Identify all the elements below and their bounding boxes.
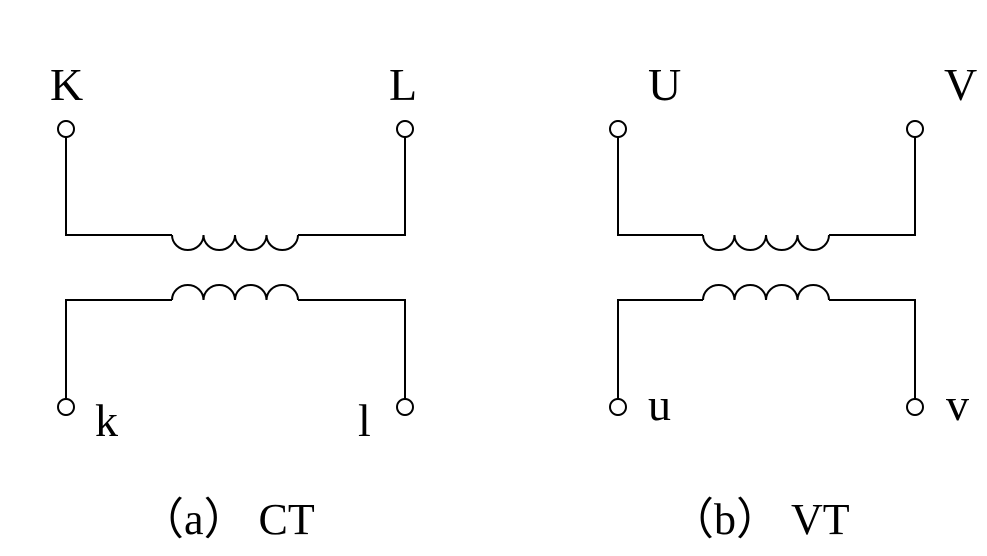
vt-terminal-top-right — [906, 120, 924, 138]
vt-terminal-bottom-right — [906, 398, 924, 416]
ct-terminal-label-k: k — [95, 395, 118, 446]
vt-terminal-label-V: V — [944, 59, 977, 110]
ct-transformer: K L k l （a） CT — [50, 59, 417, 544]
vt-terminal-label-v: v — [946, 379, 969, 430]
vt-secondary-wire-right — [829, 299, 916, 399]
ct-terminal-bottom-right — [396, 398, 414, 416]
vt-transformer: U V u v （b） VT — [609, 59, 977, 544]
vt-primary-wire-left — [617, 137, 703, 236]
ct-terminal-top-left — [57, 120, 75, 138]
vt-primary-wire-right — [829, 137, 916, 236]
vt-terminal-label-U: U — [648, 59, 681, 110]
vt-secondary-winding — [702, 284, 830, 301]
vt-terminal-top-left — [609, 120, 627, 138]
ct-primary-winding — [171, 234, 299, 251]
ct-primary-wire-right — [298, 137, 406, 236]
ct-terminal-label-l: l — [358, 395, 371, 446]
vt-primary-winding — [702, 234, 830, 251]
ct-terminal-label-L: L — [389, 59, 417, 110]
ct-secondary-wire-left — [65, 299, 172, 399]
vt-caption: （b） VT — [670, 495, 850, 544]
ct-secondary-wire-right — [298, 299, 406, 399]
vt-terminal-label-u: u — [648, 379, 671, 430]
ct-secondary-winding — [171, 284, 299, 301]
ct-terminal-label-K: K — [50, 59, 83, 110]
vt-secondary-wire-left — [617, 299, 703, 399]
ct-terminal-bottom-left — [57, 398, 75, 416]
ct-primary-wire-left — [65, 137, 172, 236]
vt-terminal-bottom-left — [609, 398, 627, 416]
ct-caption: （a） CT — [140, 495, 315, 544]
ct-terminal-top-right — [396, 120, 414, 138]
